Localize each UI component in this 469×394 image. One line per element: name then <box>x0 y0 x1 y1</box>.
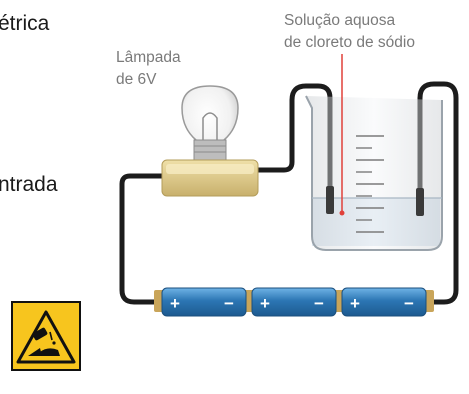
lamp <box>161 85 259 197</box>
bulb-filament <box>202 112 218 140</box>
lamp-label-line1: Lâmpada <box>116 49 181 66</box>
solution-indicator-dot <box>339 210 345 216</box>
battery-cell-1: + − <box>161 287 247 317</box>
left-electrode <box>326 186 334 214</box>
cell-1-plus: + <box>170 294 180 313</box>
text-fragment-top: étrica <box>0 12 50 35</box>
cell-2-plus: + <box>260 294 270 313</box>
cell-2-minus: − <box>314 294 324 313</box>
beaker-scale-marks <box>356 135 384 233</box>
solution-label-line1: Solução aquosa <box>284 12 396 29</box>
wire-right <box>417 81 459 305</box>
circuit-wires <box>119 81 459 305</box>
wire-left <box>119 173 168 305</box>
solution-label-line2: de cloreto de sódio <box>284 34 415 51</box>
battery-pack: + − + − + − <box>154 287 434 317</box>
corrosive-hazard-icon <box>11 301 81 371</box>
beaker <box>305 95 443 251</box>
battery-cell-2: + − <box>251 287 337 317</box>
cell-3-minus: − <box>404 294 414 313</box>
battery-cell-3: + − <box>341 287 427 317</box>
wire-top <box>255 83 333 191</box>
beaker-glass <box>305 95 443 251</box>
lamp-label-line2: de 6V <box>116 71 157 88</box>
text-fragment-middle: ntrada <box>0 173 58 196</box>
cell-3-plus: + <box>350 294 360 313</box>
bulb-socket <box>193 139 227 163</box>
right-electrode <box>416 188 424 216</box>
cell-1-minus: − <box>224 294 234 313</box>
